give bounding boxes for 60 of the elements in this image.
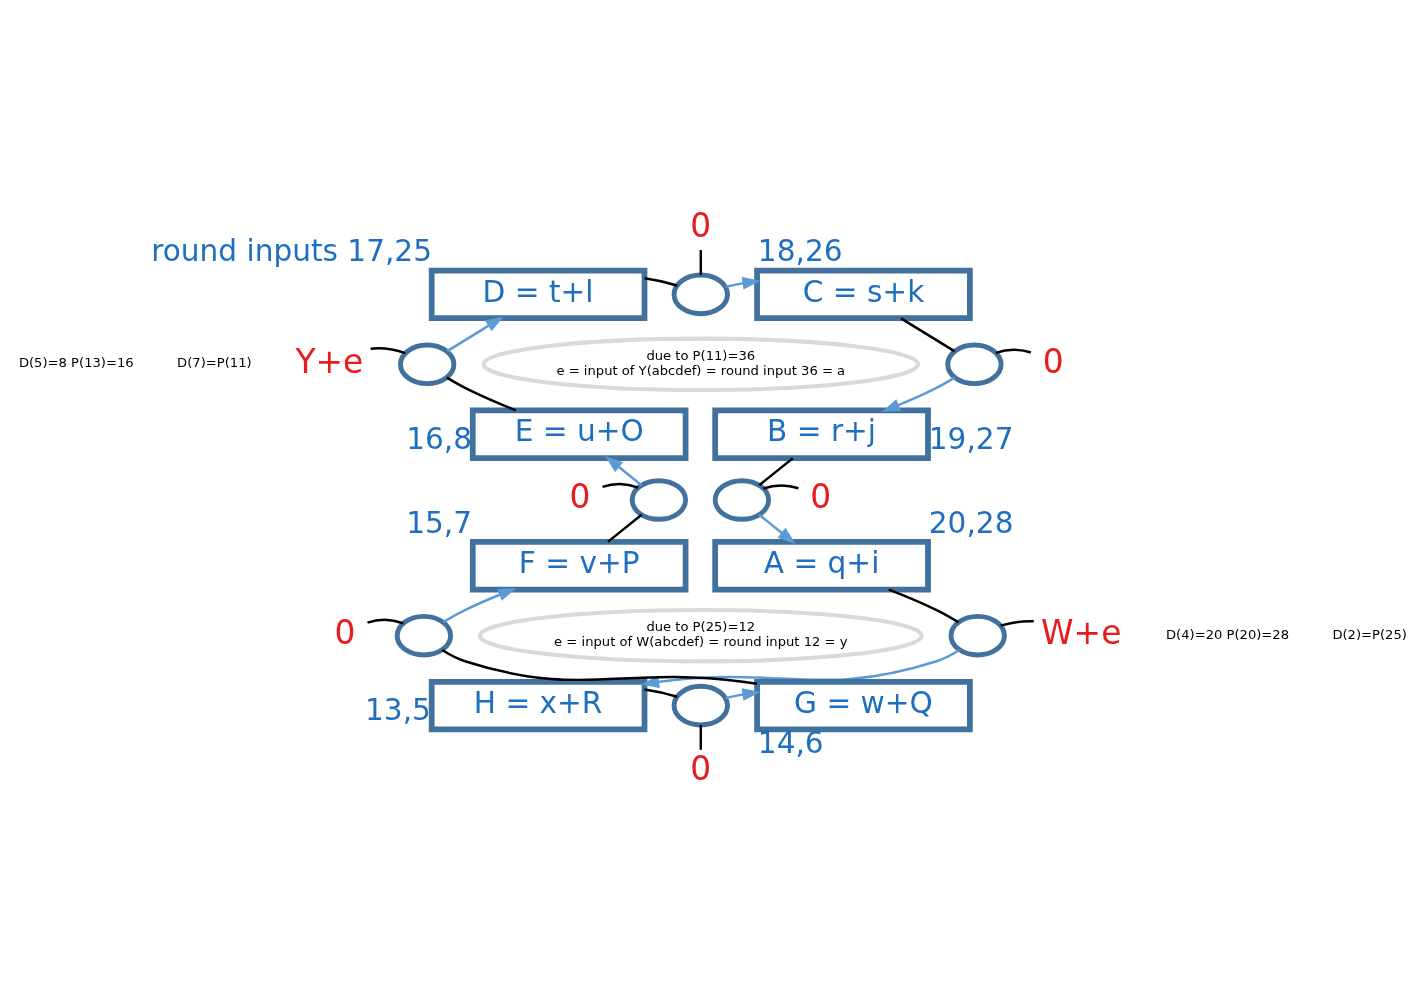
node-ellipse: due to P(25)=12 e = input of W(abcdef) = round input 12 = y <box>477 607 924 664</box>
node-circle <box>712 478 772 522</box>
node-circle <box>948 613 1007 658</box>
connector <box>995 348 1032 354</box>
node-circle <box>398 342 457 387</box>
arrow <box>725 688 761 701</box>
node-box: G = w+Q <box>754 678 973 733</box>
label: D(5)=8 P(13)=16 <box>18 355 134 371</box>
node-label: 20,28 <box>928 505 1014 540</box>
node-box: A = q+i <box>712 539 931 593</box>
node-box: D = t+l <box>428 267 648 322</box>
node-circle <box>671 272 730 317</box>
connector <box>644 277 678 287</box>
node-label: 18,26 <box>757 234 843 269</box>
connector <box>644 688 678 698</box>
connector <box>888 588 960 624</box>
connector <box>699 724 703 750</box>
node-text: 0 <box>690 748 712 788</box>
node-ellipse: due to P(11)=36 e = input of Y(abcdef) = round input 36 = a <box>481 336 921 393</box>
connector <box>900 317 955 353</box>
label: D(4)=20 P(20)=28 <box>1165 626 1290 642</box>
node-text: 0 <box>810 477 832 517</box>
node-text: 0 <box>334 612 356 652</box>
node-text: 0 <box>569 477 591 517</box>
connector <box>607 513 643 543</box>
connector <box>370 347 406 355</box>
connector <box>1000 619 1034 627</box>
node-text: Y+e <box>295 341 364 381</box>
node-box: B = r+j <box>712 407 931 461</box>
connector <box>441 649 758 686</box>
label: D(7)=P(11) <box>177 355 252 371</box>
arrow <box>446 316 504 353</box>
node-label: 15,7 <box>406 505 473 540</box>
node-box: H = x+R <box>428 678 648 733</box>
arrow <box>881 376 956 412</box>
node-label: 19,27 <box>928 421 1014 456</box>
node-circle <box>629 478 689 522</box>
arrow <box>442 588 517 624</box>
node-text: W+e <box>1041 612 1122 652</box>
connector <box>758 457 794 487</box>
label: D(2)=P(25) <box>1332 626 1407 642</box>
node-label: round inputs 17,25 <box>151 234 433 269</box>
node-label: 13,5 <box>365 693 431 728</box>
arrow <box>758 513 796 545</box>
node-box: E = u+O <box>469 407 689 461</box>
node-box: F = v+P <box>469 539 689 593</box>
node-box: C = s+k <box>754 267 973 322</box>
connector <box>602 482 639 489</box>
node-text: 0 <box>690 205 712 245</box>
connector <box>446 376 517 412</box>
node-circle <box>945 342 1004 387</box>
arrow <box>641 649 961 689</box>
node-circle <box>671 683 730 728</box>
node-text: 0 <box>1042 341 1064 381</box>
connector <box>763 484 799 490</box>
connector <box>367 618 404 625</box>
arrow <box>605 455 643 487</box>
connector <box>699 250 703 275</box>
arrow <box>725 277 761 290</box>
node-circle <box>394 613 454 658</box>
